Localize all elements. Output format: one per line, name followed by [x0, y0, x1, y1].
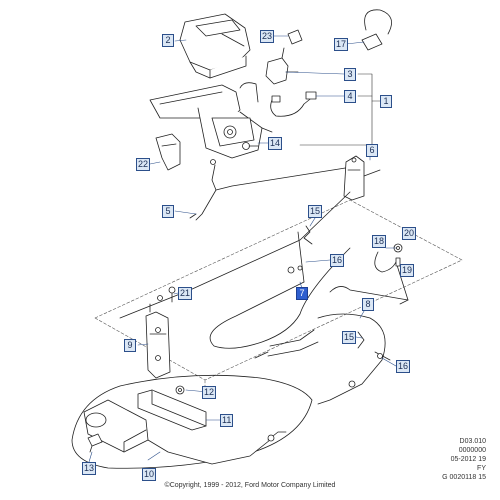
callout-16-upper[interactable]: 16	[330, 254, 345, 267]
callout-17[interactable]: 17	[334, 38, 349, 51]
callout-1[interactable]: 1	[380, 95, 392, 108]
drawing-date: 05-2012 19	[450, 456, 486, 463]
callout-3[interactable]: 3	[344, 68, 356, 81]
drawing-variant: FY	[477, 465, 486, 472]
callout-4[interactable]: 4	[344, 90, 356, 103]
callout-11[interactable]: 11	[220, 414, 234, 427]
callout-16-lower[interactable]: 16	[396, 360, 411, 373]
callout-10[interactable]: 10	[142, 468, 157, 481]
bracket-part	[155, 133, 181, 171]
callout-23[interactable]: 23	[260, 30, 275, 43]
drawing-code: D03.010	[459, 438, 486, 445]
leader-lines	[88, 35, 405, 463]
equaliser-part	[343, 155, 381, 201]
mount-plate-part	[137, 389, 207, 431]
rear-left-cable-part	[209, 231, 351, 359]
clip-part	[287, 29, 303, 45]
callout-18[interactable]: 18	[372, 235, 387, 248]
part-group-bracket	[299, 73, 381, 146]
wiring-part	[270, 91, 317, 117]
callout-6[interactable]: 6	[366, 144, 378, 157]
pin-part-lower	[357, 331, 383, 359]
pin-part-upper	[303, 225, 313, 245]
callout-22[interactable]: 22	[136, 158, 151, 171]
cable-bracket-part	[145, 311, 171, 379]
rear-right-cable-part	[267, 313, 391, 405]
callout-5[interactable]: 5	[162, 205, 174, 218]
screw-part	[87, 433, 103, 453]
callout-7[interactable]: 7	[296, 287, 308, 300]
bolt-part-21	[168, 286, 176, 303]
switch-part	[265, 47, 299, 85]
bolt-part-upper	[242, 142, 259, 150]
callout-15-lower[interactable]: 15	[342, 331, 357, 344]
copyright-notice: ©Copyright, 1999 - 2012, Ford Motor Comp…	[164, 482, 336, 489]
callout-8[interactable]: 8	[362, 298, 374, 311]
sensor-part	[361, 9, 392, 51]
callout-13[interactable]: 13	[82, 462, 97, 475]
callout-9[interactable]: 9	[124, 339, 136, 352]
drawing-number: 0000000	[458, 447, 486, 454]
callout-19[interactable]: 19	[400, 264, 415, 277]
bolt-part-12	[175, 385, 185, 395]
callout-20[interactable]: 20	[402, 227, 417, 240]
front-cable-part	[189, 159, 359, 221]
callout-15-upper[interactable]: 15	[308, 205, 323, 218]
callout-14[interactable]: 14	[268, 137, 283, 150]
spring-clip-part	[329, 251, 409, 305]
intermediate-cable-part	[119, 191, 351, 319]
callout-21[interactable]: 21	[178, 287, 193, 300]
drawing-reference: G 0020118 15	[442, 474, 486, 481]
callout-12[interactable]: 12	[202, 386, 217, 399]
floor-panel-part	[71, 374, 313, 469]
lever-cover-part	[179, 13, 251, 79]
callout-2[interactable]: 2	[162, 34, 174, 47]
